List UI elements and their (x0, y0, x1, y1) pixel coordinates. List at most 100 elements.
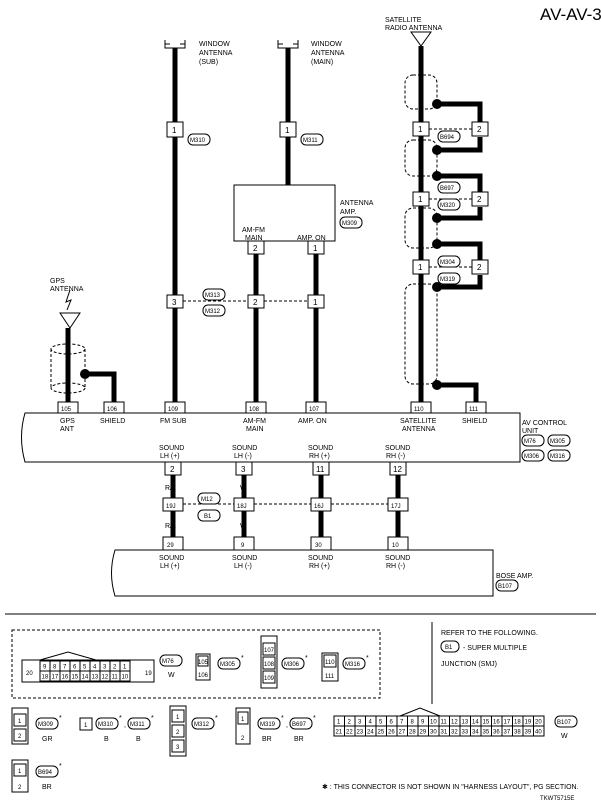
svg-text:REFER TO THE FOLLOWING.: REFER TO THE FOLLOWING. (441, 630, 538, 637)
svg-text:BR: BR (294, 736, 304, 743)
svg-text:11: 11 (316, 465, 325, 474)
svg-text:*: * (59, 763, 62, 770)
svg-text:9: 9 (241, 543, 245, 549)
pin-number: 35 (483, 730, 490, 736)
svg-text:29: 29 (167, 543, 174, 549)
pin-number: 3 (358, 720, 362, 726)
pin-number: 7 (400, 720, 404, 726)
pin-number: 36 (493, 730, 500, 736)
svg-text:2: 2 (170, 465, 175, 474)
pin-number: 11 (112, 675, 119, 681)
svg-text:*: * (151, 715, 154, 722)
svg-text:BR: BR (42, 784, 52, 791)
svg-text:B1: B1 (445, 645, 453, 651)
svg-text:108: 108 (264, 662, 275, 668)
pin-number: 16 (493, 720, 500, 726)
svg-text:2: 2 (477, 125, 482, 134)
svg-text:M306: M306 (524, 454, 540, 460)
svg-text:P: P (318, 523, 323, 530)
svg-text:RH (-): RH (-) (386, 563, 405, 570)
svg-text:L: L (395, 485, 399, 492)
pin-number: 13 (462, 720, 469, 726)
page-title: AV-AV-37 (540, 5, 601, 24)
svg-text:105: 105 (61, 407, 72, 413)
svg-text:(MAIN): (MAIN) (311, 59, 333, 66)
svg-text:SHIELD: SHIELD (462, 418, 487, 425)
svg-text:GPS: GPS (50, 278, 65, 285)
svg-text:ANTENNA: ANTENNA (50, 286, 84, 293)
svg-text:*: * (119, 715, 122, 722)
pin-number: 23 (357, 730, 364, 736)
connector-m310: 1 M310 (166, 121, 211, 146)
svg-text:GPS: GPS (60, 418, 75, 425)
pin-number: 32 (451, 730, 458, 736)
pin-number: 30 (430, 730, 437, 736)
pin-number: 31 (441, 730, 448, 736)
svg-text:ANTENNA: ANTENNA (311, 50, 345, 57)
svg-text:1: 1 (313, 244, 318, 253)
svg-text:1: 1 (176, 715, 180, 721)
svg-text:W: W (240, 523, 247, 530)
footnote: ✱ : THIS CONNECTOR IS NOT SHOWN IN "HARN… (322, 783, 579, 791)
pin-number: 15 (72, 675, 79, 681)
svg-text:B697: B697 (440, 186, 455, 192)
pin-number: 1 (123, 665, 127, 671)
connector-b694: 1 2 B694 (412, 121, 489, 143)
svg-text:SOUND: SOUND (232, 445, 257, 452)
svg-text:10: 10 (392, 543, 399, 549)
svg-text:RADIO ANTENNA: RADIO ANTENNA (385, 25, 443, 32)
svg-text:M311: M311 (130, 722, 145, 728)
svg-text:ANTENNA: ANTENNA (340, 200, 374, 207)
pin-number: 38 (514, 730, 521, 736)
av-control-unit: AV CONTROL UNIT M76 M305 M306 M316 105 G… (21, 401, 571, 476)
legend-m305: 105 106 M305 * (195, 653, 244, 681)
svg-text:106: 106 (107, 407, 118, 413)
connector-m311: 1 M311 (279, 121, 324, 146)
svg-text:110: 110 (414, 407, 424, 413)
b107-key (399, 707, 441, 717)
pin-number: 14 (472, 720, 479, 726)
svg-text:BR: BR (262, 736, 272, 743)
svg-text:SOUND: SOUND (385, 445, 410, 452)
svg-text:*: * (313, 715, 316, 722)
svg-text:LH (+): LH (+) (160, 453, 180, 460)
pin-number: 27 (399, 730, 406, 736)
pin-number: 22 (346, 730, 353, 736)
svg-text:B: B (104, 736, 109, 743)
svg-text:108: 108 (249, 407, 260, 413)
svg-text:ANTENNA: ANTENNA (402, 426, 436, 433)
svg-text:1: 1 (84, 723, 88, 729)
pin-number: 29 (420, 730, 427, 736)
svg-text:106: 106 (198, 673, 209, 679)
pin-number: 14 (82, 675, 89, 681)
svg-text:AM-FM: AM-FM (243, 418, 266, 425)
svg-text:AM-FM: AM-FM (242, 227, 265, 234)
pin-number: 33 (462, 730, 469, 736)
svg-text:SATELLITE: SATELLITE (400, 418, 437, 425)
svg-text:AV CONTROL: AV CONTROL (522, 420, 567, 427)
svg-text:RH (-): RH (-) (386, 453, 405, 460)
svg-text:SOUND: SOUND (308, 555, 333, 562)
legend-m310-m311: 1 M310 * , M311 * B B (79, 715, 154, 743)
pin-number: 25 (378, 730, 385, 736)
svg-text:M305: M305 (220, 662, 236, 668)
svg-text:M320: M320 (440, 203, 456, 209)
pin-number: 18 (514, 720, 521, 726)
bose-amp: 29 9 30 10 SOUND LH (+) SOUND LH (-) SOU… (111, 536, 533, 597)
svg-text:2: 2 (477, 195, 482, 204)
pin-number: 21 (336, 730, 343, 736)
antenna-amp: ANTENNA AMP. M309 AM-FM MAIN AMP. ON 2 1 (233, 184, 374, 255)
svg-text:LH (-): LH (-) (234, 563, 252, 570)
svg-text:M309: M309 (342, 221, 358, 227)
pin-number: 12 (451, 720, 458, 726)
svg-text:1: 1 (172, 126, 177, 135)
svg-text:20: 20 (26, 671, 33, 677)
pin-number: 20 (535, 720, 542, 726)
window-antenna-main: WINDOW ANTENNA (MAIN) (277, 40, 345, 66)
svg-text:2: 2 (18, 785, 22, 791)
svg-text:1: 1 (18, 769, 22, 775)
svg-text:L: L (395, 523, 399, 530)
svg-text:M76: M76 (524, 439, 536, 445)
svg-text:W: W (240, 485, 247, 492)
svg-text:107: 107 (309, 407, 320, 413)
